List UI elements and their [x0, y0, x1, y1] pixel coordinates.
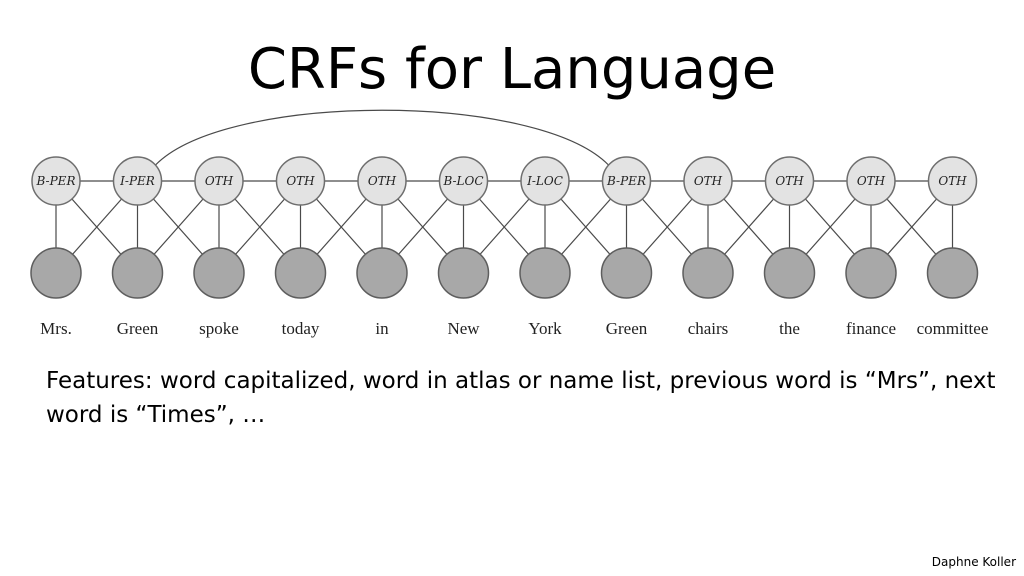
author-credit: Daphne Koller	[931, 555, 1016, 569]
word-label: in	[375, 319, 389, 338]
word-node	[519, 247, 571, 299]
label-node	[520, 156, 570, 206]
skip-chain-edge	[155, 109, 609, 166]
word-label: committee	[917, 319, 989, 338]
word-label: Green	[117, 319, 159, 338]
label-node-text: OTH	[286, 174, 315, 188]
edges-group	[55, 109, 954, 274]
label-node	[438, 156, 489, 206]
word-node	[30, 247, 82, 299]
slide-title: CRFs for Language	[247, 37, 777, 102]
word-node	[845, 247, 897, 299]
label-node-text: B-PER	[36, 174, 76, 188]
word-node	[193, 247, 245, 299]
label-node-text: I-LOC	[526, 174, 563, 188]
label-node-text: OTH	[205, 174, 234, 188]
word-node	[682, 247, 734, 299]
label-node	[683, 156, 733, 206]
word-node	[926, 247, 979, 299]
word-label: Mrs.	[40, 319, 72, 338]
features-text: Features: word capitalized, word in atla…	[46, 368, 996, 428]
crf-diagram: B-PER Mrs. I-PER Green OTH spoke OTH today OTH in…	[30, 109, 989, 338]
label-node-text: OTH	[368, 174, 397, 188]
word-node	[274, 247, 327, 299]
label-node	[357, 156, 407, 206]
label-node	[194, 156, 244, 206]
label-node-text: OTH	[938, 174, 967, 188]
word-label: the	[779, 319, 800, 338]
word-node	[763, 247, 816, 299]
label-node	[764, 156, 815, 206]
label-node-text: I-PER	[119, 174, 155, 188]
label-node	[846, 156, 896, 206]
label-node	[275, 156, 326, 206]
label-node	[112, 156, 163, 206]
word-label: spoke	[199, 319, 239, 338]
label-node-text: B-PER	[606, 174, 646, 188]
word-node	[111, 247, 164, 299]
label-node-text: OTH	[775, 174, 804, 188]
word-node	[600, 247, 653, 299]
label-node	[601, 156, 652, 206]
label-node	[927, 156, 978, 206]
nodes-group	[30, 156, 979, 299]
label-node	[31, 156, 81, 206]
label-node-text: OTH	[857, 174, 886, 188]
label-node-text: B-LOC	[442, 174, 483, 188]
word-label: New	[447, 319, 480, 338]
word-label: chairs	[688, 319, 729, 338]
word-node	[437, 247, 490, 299]
word-label: York	[528, 319, 562, 338]
word-node	[356, 247, 408, 299]
texts-group: B-PER Mrs. I-PER Green OTH spoke OTH today OTH in…	[36, 174, 989, 338]
label-node-text: OTH	[694, 174, 723, 188]
word-label: today	[282, 319, 320, 338]
word-label: Green	[606, 319, 648, 338]
word-label: finance	[846, 319, 896, 338]
